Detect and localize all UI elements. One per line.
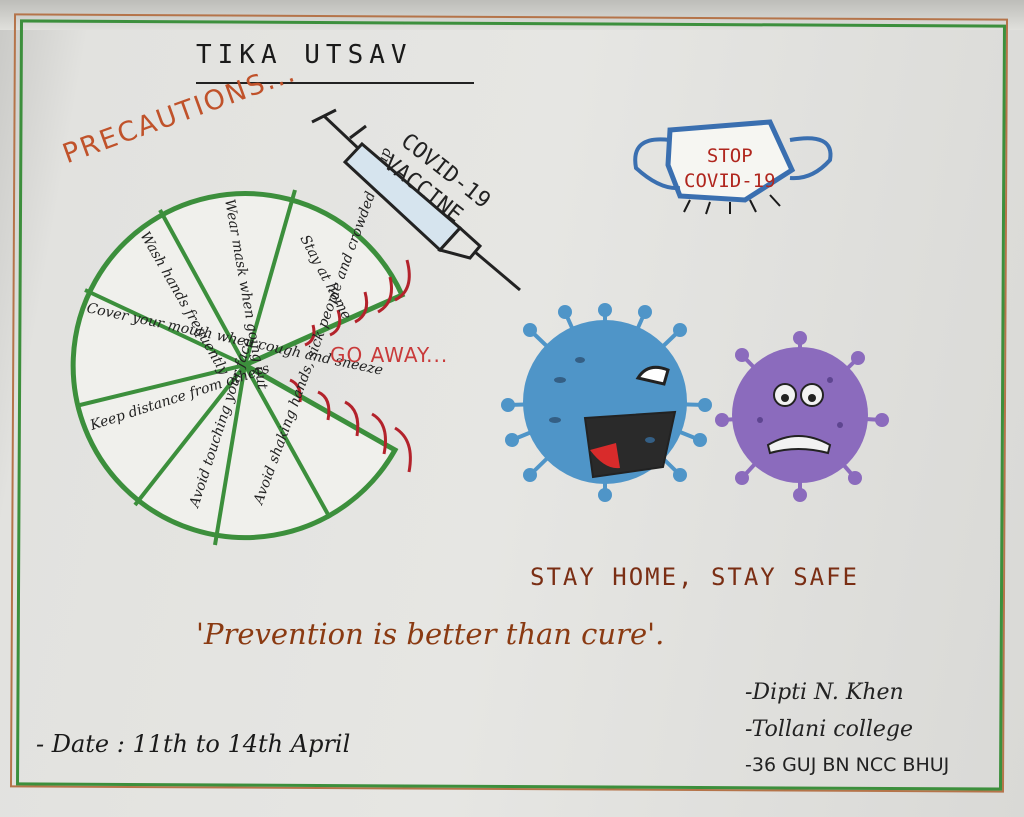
paper-top-shadow	[0, 0, 1024, 30]
blue-virus-illustration	[501, 303, 712, 502]
purple-virus-illustration	[715, 331, 889, 502]
quote-text: 'Prevention is better than cure'.	[196, 617, 665, 651]
mask-label: STOP COVID-19	[684, 145, 776, 192]
precautions-pie	[70, 189, 412, 546]
poster-title: TIKA UTSAV	[196, 40, 413, 70]
signature-unit: -36 GUJ BN NCC BHUJ	[745, 754, 950, 776]
slogan-text: STAY HOME, STAY SAFE	[530, 563, 859, 591]
go-away-text: GO AWAY...	[330, 343, 449, 367]
signature-college: -Tollani college	[745, 717, 914, 742]
title-underline	[196, 82, 474, 84]
date-text: - Date : 11th to 14th April	[36, 730, 351, 758]
signature-name: -Dipti N. Khen	[745, 680, 904, 705]
mask-illustration	[633, 119, 833, 215]
syringe-illustration	[311, 108, 521, 292]
